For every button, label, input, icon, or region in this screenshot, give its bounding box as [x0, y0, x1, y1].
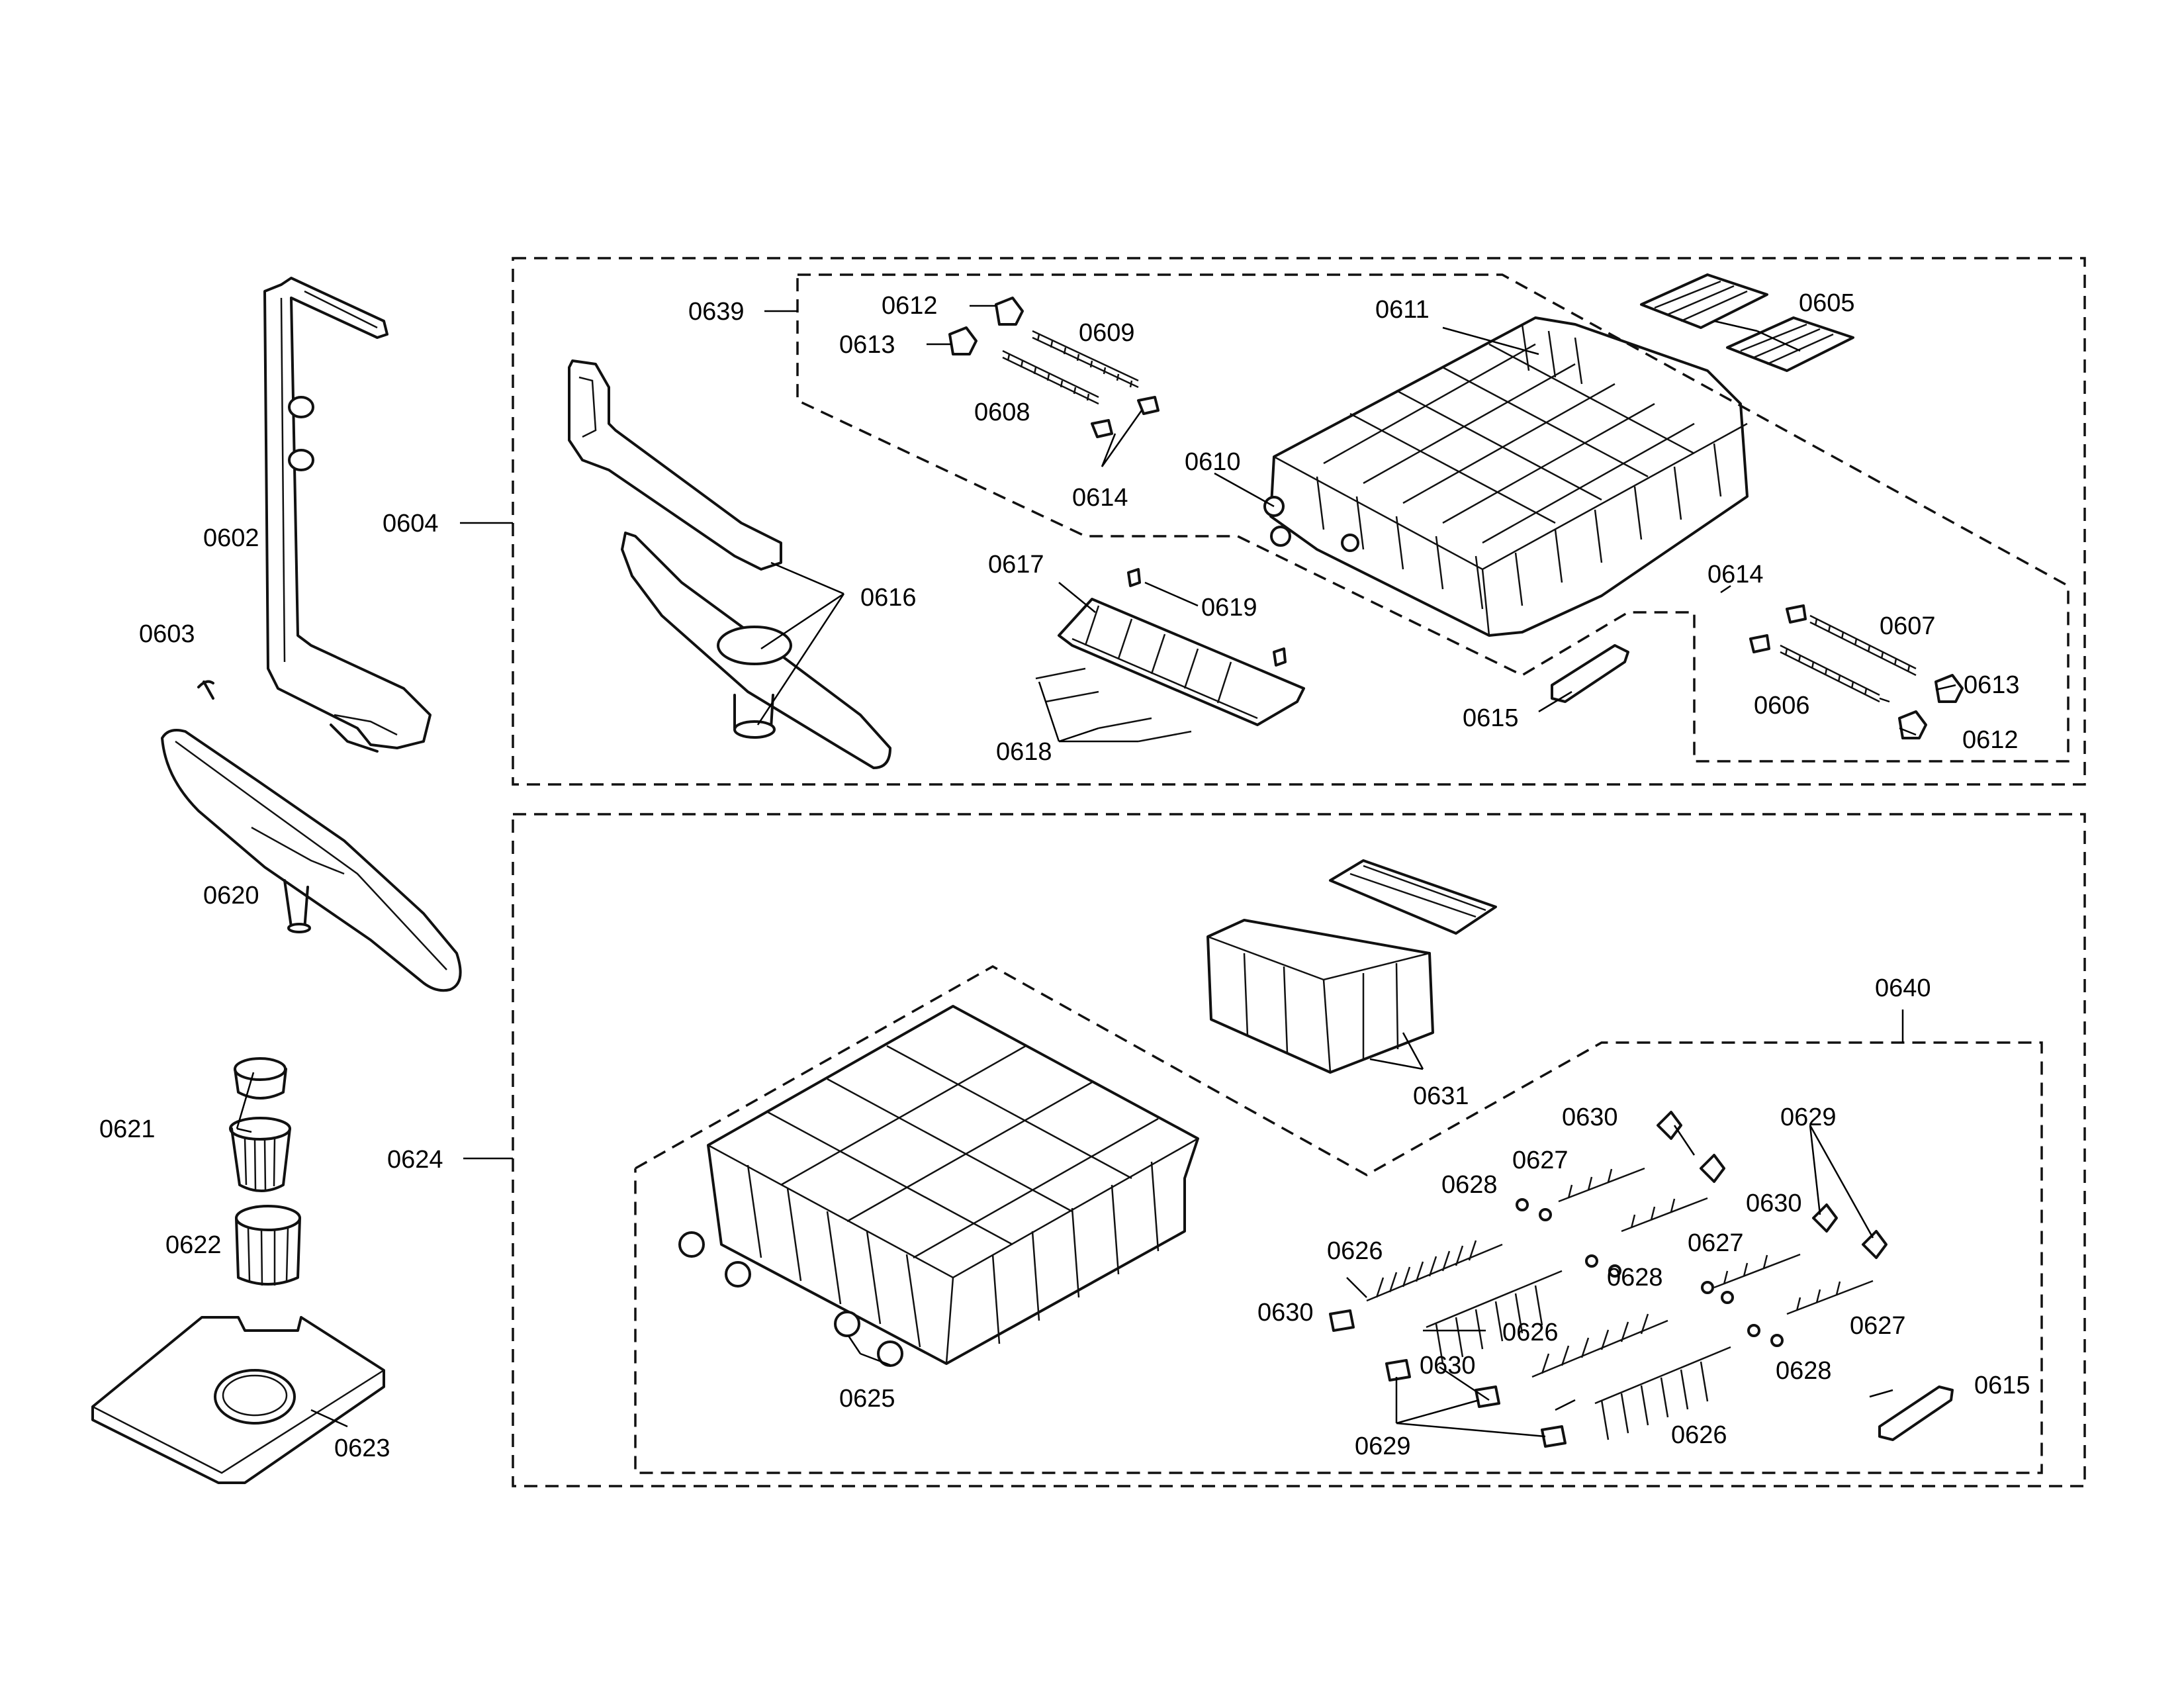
label-0621: 0621 — [99, 1115, 156, 1143]
upper-spray-arm-drawing — [568, 359, 891, 769]
label-0627-left: 0627 — [1512, 1147, 1569, 1174]
label-0604: 0604 — [383, 510, 439, 538]
label-0639: 0639 — [688, 298, 745, 326]
upper-rack-assembly-boundary — [512, 257, 2086, 786]
label-0620: 0620 — [203, 882, 259, 910]
label-0629-top: 0629 — [1780, 1103, 1837, 1131]
rack-hardware-left-drawing — [948, 297, 1160, 438]
label-0613-right: 0613 — [1964, 671, 2020, 699]
label-0613-upper-left: 0613 — [839, 331, 895, 359]
label-0630-left: 0630 — [1257, 1299, 1314, 1327]
label-0610: 0610 — [1185, 448, 1241, 476]
label-0640: 0640 — [1875, 974, 1931, 1002]
label-0622: 0622 — [165, 1231, 222, 1259]
label-0618: 0618 — [996, 738, 1052, 766]
label-0627-middle: 0627 — [1688, 1229, 1744, 1257]
label-0612-upper-left: 0612 — [882, 292, 938, 320]
label-0612-right: 0612 — [1962, 726, 2019, 754]
label-0629-bottom: 0629 — [1355, 1432, 1411, 1460]
label-0626-middle: 0626 — [1502, 1319, 1559, 1346]
label-0630-top: 0630 — [1562, 1103, 1618, 1131]
label-0626-left: 0626 — [1327, 1237, 1383, 1265]
rack-handle-upper-drawing — [1551, 644, 1629, 703]
label-0608: 0608 — [974, 399, 1030, 426]
lower-rack-assembly-boundary — [512, 813, 2086, 1487]
lower-spray-arm-drawing — [161, 729, 462, 992]
label-0615-upper: 0615 — [1463, 704, 1519, 732]
lower-rack-basket-drawing — [678, 1005, 1199, 1367]
cup-shelf-drawing — [1035, 568, 1305, 743]
label-0628-middle: 0628 — [1607, 1264, 1663, 1291]
label-0614-upper-left: 0614 — [1072, 484, 1128, 512]
fine-filter-drawing — [235, 1205, 301, 1286]
label-0625: 0625 — [839, 1385, 895, 1413]
callout-labels: 0602 0603 0604 0605 0606 0607 0608 0609 … — [99, 289, 2030, 1462]
label-0606: 0606 — [1754, 692, 1810, 720]
fold-down-tines-drawing — [1640, 273, 1854, 372]
label-0603: 0603 — [139, 620, 195, 648]
label-0619: 0619 — [1201, 594, 1257, 622]
cutlery-basket-drawing — [1206, 859, 1497, 1074]
micro-filter-drawing — [229, 1057, 291, 1192]
flat-filter-drawing — [91, 1316, 385, 1484]
label-0602: 0602 — [203, 524, 259, 552]
label-0624: 0624 — [387, 1146, 443, 1174]
spray-supply-pipe-drawing — [263, 277, 432, 753]
group-boundaries — [512, 257, 2086, 1487]
label-0628-right: 0628 — [1776, 1357, 1832, 1385]
label-0628-left: 0628 — [1441, 1171, 1498, 1199]
label-0631: 0631 — [1413, 1082, 1469, 1110]
label-0630-middle: 0630 — [1420, 1352, 1476, 1380]
label-0627-right: 0627 — [1850, 1312, 1906, 1340]
upper-rack-basket-drawing — [1263, 316, 1749, 637]
label-0614-right: 0614 — [1707, 561, 1764, 588]
label-0605: 0605 — [1799, 289, 1855, 317]
leader-lines — [236, 305, 1956, 1438]
label-0611: 0611 — [1375, 296, 1430, 324]
label-0615-lower: 0615 — [1974, 1372, 2030, 1399]
rack-handle-lower-drawing — [1878, 1385, 1954, 1441]
subassembly-0639-boundary — [796, 273, 2070, 763]
label-0607: 0607 — [1880, 612, 1936, 640]
label-0616: 0616 — [860, 584, 917, 612]
screw-drawing — [197, 680, 214, 700]
label-0617: 0617 — [988, 551, 1044, 579]
label-0630-right: 0630 — [1746, 1190, 1802, 1217]
label-0609: 0609 — [1079, 319, 1135, 347]
label-0626-bottom: 0626 — [1671, 1421, 1727, 1449]
label-0623: 0623 — [334, 1434, 390, 1462]
